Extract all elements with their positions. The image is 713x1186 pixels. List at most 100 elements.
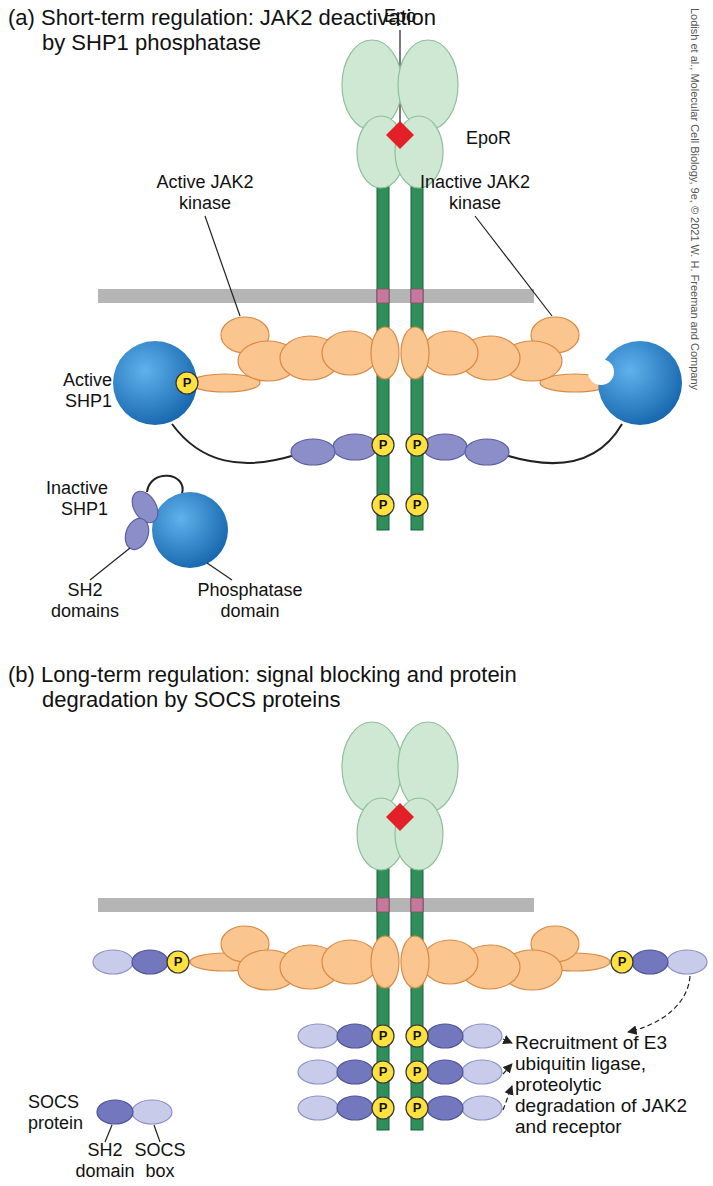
leader-line xyxy=(475,216,552,316)
plasma-membrane xyxy=(98,898,534,912)
phosphatase-label: Active SHP1 xyxy=(30,370,112,412)
sh2-domain xyxy=(337,1096,373,1120)
epo-ligand xyxy=(386,803,414,831)
phosphate-group xyxy=(167,372,633,1119)
outcome-note: Recruitment of E3 ubiquitin ligase, prot… xyxy=(515,1032,700,1137)
jak2-lobe xyxy=(422,940,478,984)
sh2-domain xyxy=(427,1024,463,1048)
socs-box xyxy=(462,1024,502,1048)
kinase-label: Active JAK2 kinase xyxy=(140,172,270,214)
leader-line xyxy=(205,216,240,316)
phosphate-label: P xyxy=(372,1025,394,1047)
phosphate-circle xyxy=(372,1097,394,1119)
dashed-arrow xyxy=(503,1086,512,1110)
phosphate-circle xyxy=(406,494,428,516)
protein-label: SOCS protein xyxy=(28,1092,98,1134)
copyright-note: Lodish et al., Molecular Cell Biology, 9… xyxy=(688,8,701,390)
receptor-stem xyxy=(377,862,389,1130)
phosphate-circle xyxy=(406,1097,428,1119)
shp1-group xyxy=(113,341,682,568)
domain-label: Phosphatase domain xyxy=(190,580,310,622)
kinase-label: Inactive JAK2 kinase xyxy=(405,172,545,214)
sh2-domain xyxy=(121,515,153,553)
socs-box xyxy=(462,1096,502,1120)
transmembrane-segment xyxy=(377,898,389,912)
socs-box xyxy=(462,1060,502,1084)
phosphate-circle xyxy=(406,434,428,456)
sh2-domain xyxy=(423,434,467,460)
jak2-lobe xyxy=(371,936,399,988)
dashed-arrow xyxy=(503,1039,512,1043)
phosphate-circle xyxy=(372,1061,394,1083)
phosphate-label: P xyxy=(406,1025,428,1047)
receptor-stem xyxy=(411,862,423,1130)
phosphate-circle xyxy=(372,494,394,516)
domain-label: SH2 domains xyxy=(40,580,130,622)
phosphate-circle xyxy=(167,951,189,973)
dashed-arrow xyxy=(503,1064,512,1074)
ligand-label: Epo xyxy=(370,6,430,27)
shp1-phosphatase xyxy=(152,492,228,568)
sh2-domain xyxy=(427,1096,463,1120)
sh2-domain xyxy=(337,1024,373,1048)
socs-box xyxy=(298,1024,338,1048)
phosphate-label: P xyxy=(167,951,189,973)
phosphate-label: P xyxy=(176,372,198,394)
phosphate-label: P xyxy=(611,951,633,973)
sh2-domain xyxy=(337,1060,373,1084)
jak2-lobe xyxy=(401,327,429,379)
domain-label: SOCS box xyxy=(130,1140,190,1182)
phosphate-circle xyxy=(406,1025,428,1047)
jak2-kinase xyxy=(190,317,610,392)
panel-title: (b) Long-term regulation: signal blockin… xyxy=(8,662,568,712)
dashed-arrow xyxy=(628,976,690,1032)
leader-line xyxy=(207,563,232,580)
phosphate-label: P xyxy=(406,494,428,516)
leader-line xyxy=(154,1125,160,1142)
phosphate-circle xyxy=(372,1025,394,1047)
phosphate-circle xyxy=(406,1061,428,1083)
sh2-domain xyxy=(632,950,668,974)
sh2-domain xyxy=(132,950,168,974)
transmembrane-segment xyxy=(411,898,423,912)
phosphate-circle xyxy=(611,951,633,973)
receptor-domain xyxy=(342,722,402,812)
epo-ligand xyxy=(386,121,414,149)
shp1-phosphatase xyxy=(598,341,682,425)
jak2-lobe xyxy=(322,940,378,984)
jak2-lobe xyxy=(322,331,378,375)
socs-box xyxy=(132,1100,172,1124)
phosphatase-notch xyxy=(588,359,614,385)
shp1-tether xyxy=(147,476,183,494)
epo-receptor xyxy=(98,40,534,530)
sh2-domain xyxy=(333,434,377,460)
epo-receptor xyxy=(98,722,534,1130)
phosphate-circle xyxy=(176,372,198,394)
phosphate-label: P xyxy=(406,1061,428,1083)
sh2-domain xyxy=(427,1060,463,1084)
domain-label: SH2 domain xyxy=(70,1140,140,1182)
receptor-domain xyxy=(342,40,402,130)
phosphate-label: P xyxy=(406,1097,428,1119)
socs-box xyxy=(298,1096,338,1120)
socs-box xyxy=(93,950,133,974)
shp1-phosphatase xyxy=(113,341,197,425)
phosphate-label: P xyxy=(372,494,394,516)
phosphate-label: P xyxy=(372,1061,394,1083)
jak2-lobe xyxy=(401,936,429,988)
sh2-domain xyxy=(465,439,509,465)
shp1-tether xyxy=(172,424,295,463)
phosphate-label: P xyxy=(372,1097,394,1119)
transmembrane-segment xyxy=(411,289,423,303)
jak2-lobe xyxy=(422,331,478,375)
receptor-label: EpoR xyxy=(466,128,536,149)
shp1-tether xyxy=(505,424,622,463)
plasma-membrane xyxy=(98,289,534,303)
jak2-kinase xyxy=(190,926,610,990)
sh2-domain xyxy=(97,1100,133,1124)
sh2-domain xyxy=(291,439,335,465)
phosphatase-label: Inactive SHP1 xyxy=(0,478,108,520)
phosphate-circle xyxy=(372,434,394,456)
